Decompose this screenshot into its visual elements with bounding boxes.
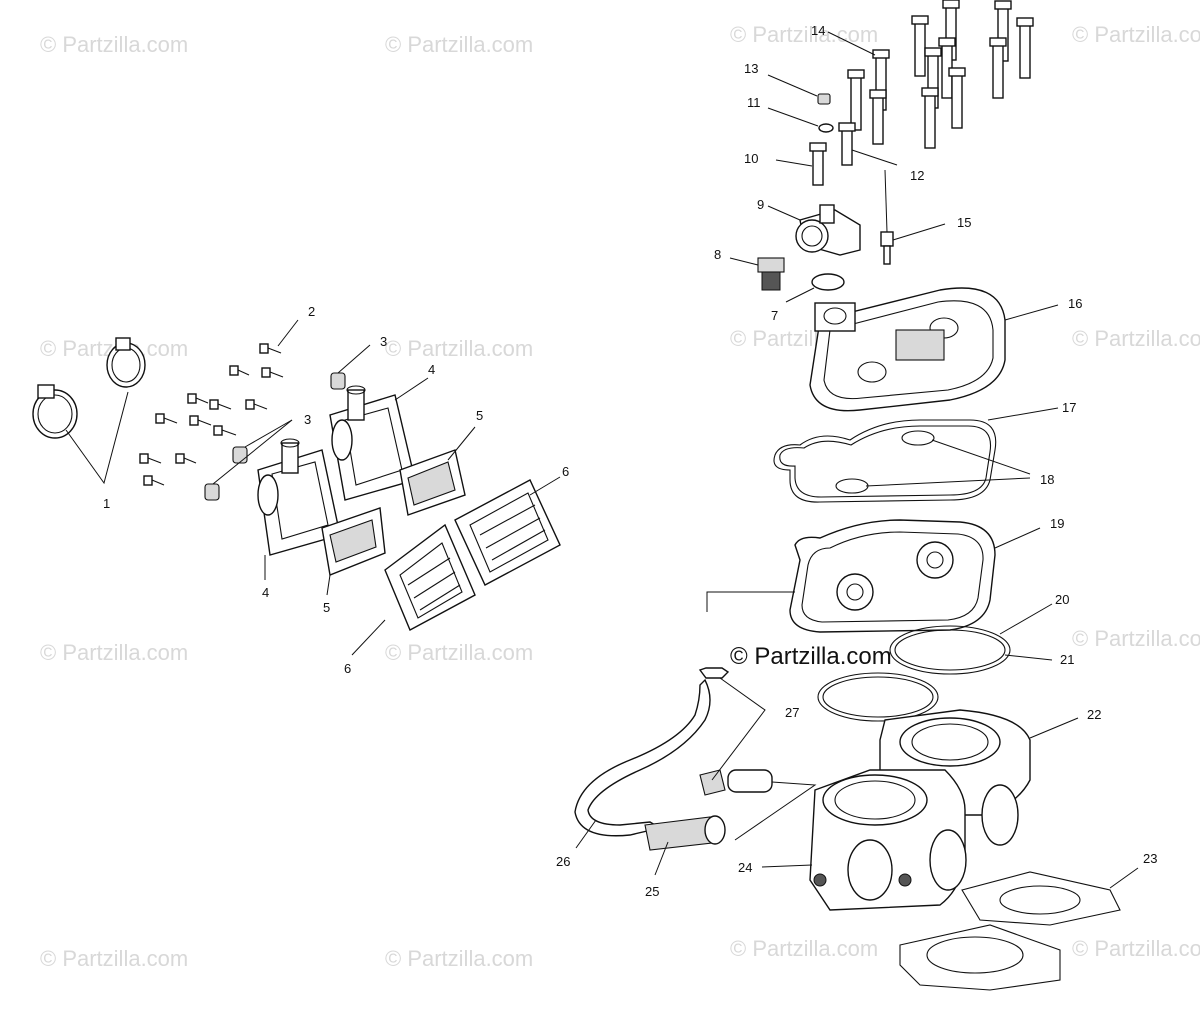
callout-label: 21 <box>1060 652 1074 667</box>
watermark: © Partzilla.com <box>385 946 533 971</box>
callout-label: 1 <box>103 496 110 511</box>
callout-label: 17 <box>1062 400 1076 415</box>
thermostat-oring <box>785 273 845 303</box>
watermark: © Partzilla.com <box>1072 326 1200 351</box>
callout-label: 9 <box>757 197 764 212</box>
partzilla-credit: © Partzilla.com <box>730 643 892 670</box>
callout-labels: 1 2 3 3 4 4 5 5 6 6 7 8 9 10 11 12 13 14… <box>103 23 1157 899</box>
cylinder-head <box>706 519 1041 633</box>
callout-label: 23 <box>1143 851 1157 866</box>
watermark: © Partzilla.com <box>385 640 533 665</box>
base-gaskets <box>899 867 1139 991</box>
cylinders <box>761 709 1079 911</box>
hose-clamps <box>32 337 146 485</box>
watermark: © Partzilla.com <box>1072 936 1200 961</box>
callout-label: 5 <box>323 600 330 615</box>
callout-label: 4 <box>262 585 269 600</box>
callout-label: 12 <box>910 168 924 183</box>
callout-label: 7 <box>771 308 778 323</box>
callout-label: 5 <box>476 408 483 423</box>
head-bolts <box>775 0 1034 186</box>
watermark: © Partzilla.com <box>385 32 533 57</box>
thermostat <box>729 257 785 291</box>
callout-label: 25 <box>645 884 659 899</box>
hose-clips <box>204 344 371 501</box>
reed-valve-housings <box>257 377 429 580</box>
callout-label: 15 <box>957 215 971 230</box>
callout-label: 20 <box>1055 592 1069 607</box>
callout-label: 24 <box>738 860 752 875</box>
head-gaskets <box>817 603 1053 722</box>
callout-label: 6 <box>562 464 569 479</box>
callout-label: 18 <box>1040 472 1054 487</box>
callout-label: 22 <box>1087 707 1101 722</box>
callout-label: 3 <box>380 334 387 349</box>
callout-label: 14 <box>811 23 825 38</box>
reed-stuffers <box>321 426 476 596</box>
reed-cages <box>351 476 561 656</box>
callout-label: 16 <box>1068 296 1082 311</box>
watermark: © Partzilla.com <box>40 640 188 665</box>
watermark: © Partzilla.com <box>40 32 188 57</box>
coolant-hose <box>574 667 817 876</box>
watermark: © Partzilla.com <box>1072 22 1200 47</box>
callout-label: 6 <box>344 661 351 676</box>
watermark: © Partzilla.com <box>40 946 188 971</box>
callout-label: 8 <box>714 247 721 262</box>
watermark: © Partzilla.com <box>385 336 533 361</box>
callout-label: 19 <box>1050 516 1064 531</box>
callout-label: 13 <box>744 61 758 76</box>
callout-label: 26 <box>556 854 570 869</box>
head-cover-gasket <box>773 407 1059 503</box>
watermark: © Partzilla.com <box>730 936 878 961</box>
callout-label: 2 <box>308 304 315 319</box>
thermostat-housing <box>767 204 861 256</box>
callout-label: 27 <box>785 705 799 720</box>
cylinder-head-cover <box>809 287 1059 412</box>
callout-label: 3 <box>304 412 311 427</box>
temperature-sensor <box>880 169 946 265</box>
watermark: © Partzilla.com <box>730 22 878 47</box>
callout-label: 10 <box>744 151 758 166</box>
small-fasteners <box>767 74 834 133</box>
callout-label: 11 <box>747 95 761 110</box>
watermark: © Partzilla.com <box>1072 626 1200 651</box>
bolts-left <box>139 319 299 486</box>
callout-label: 4 <box>428 362 435 377</box>
